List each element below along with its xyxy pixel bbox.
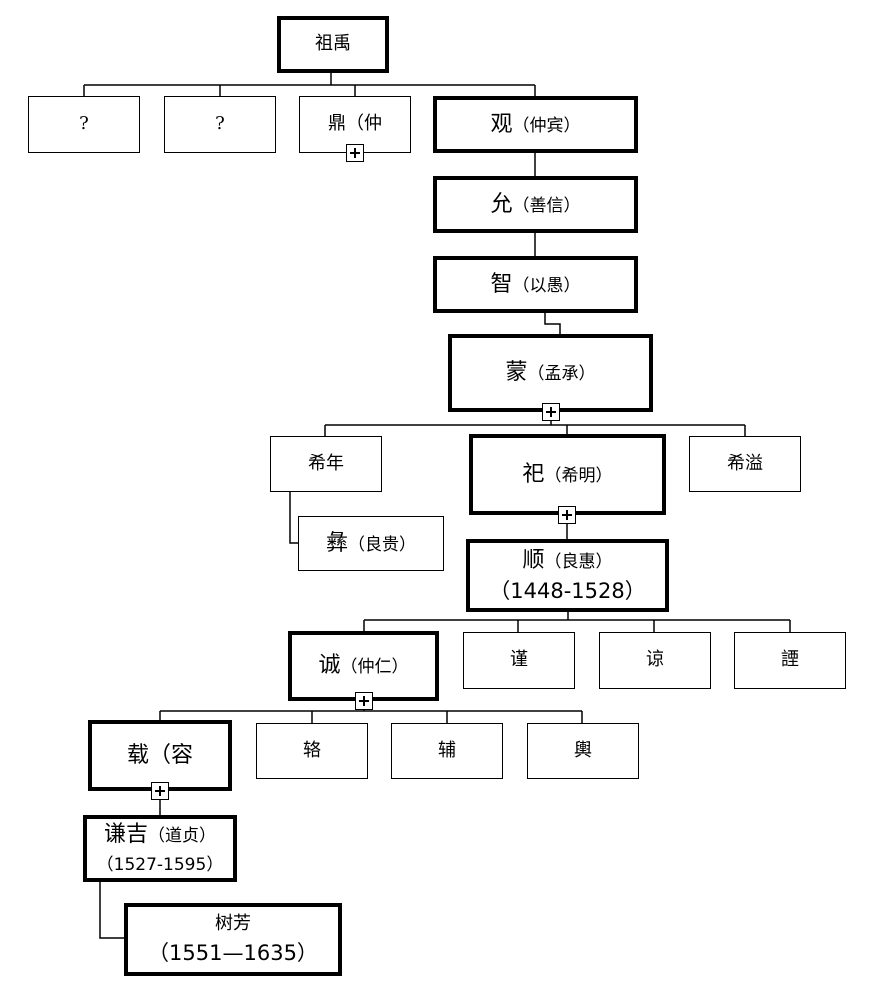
person-courtesy-name: （仲 (346, 113, 382, 135)
expand-icon[interactable] (558, 506, 576, 524)
person-name: ? (215, 113, 225, 135)
person-name: 辂 (303, 739, 321, 761)
person-name: ? (79, 113, 89, 135)
person-name: 允 (490, 191, 513, 217)
person-name: 彝 (325, 530, 348, 556)
person-name: 观 (490, 111, 513, 137)
person-courtesy-name: （希明） (544, 465, 613, 486)
person-zuyu[interactable]: 祖禹 (277, 16, 389, 73)
person-meng[interactable]: 蒙（孟承） (448, 334, 653, 412)
person-shun[interactable]: 顺（良惠） （1448-1528） (466, 539, 669, 612)
person-name: 诚 (318, 653, 341, 679)
person-shufang[interactable]: 树芳 （1551—1635） (124, 903, 342, 976)
person-lu[interactable]: 辂 (256, 723, 368, 779)
person-qianji[interactable]: 谦吉（道贞） （1527-1595） (83, 815, 237, 882)
person-yi2[interactable]: 諲 (734, 632, 846, 689)
person-unknown-2[interactable]: ? (164, 96, 276, 153)
person-liang[interactable]: 谅 (599, 632, 711, 689)
person-jin[interactable]: 谨 (463, 632, 575, 689)
expand-icon[interactable] (346, 144, 364, 162)
person-name: 载 (126, 742, 149, 768)
person-zai[interactable]: 载（容 (88, 720, 232, 791)
person-name: 希溢 (727, 452, 763, 474)
person-guan[interactable]: 观（仲宾） (433, 96, 638, 153)
person-courtesy-name: （善信） (512, 195, 581, 216)
person-name: 諲 (781, 649, 799, 671)
person-unknown-1[interactable]: ? (28, 96, 140, 153)
person-courtesy-name: （容 (149, 742, 194, 768)
person-courtesy-name: （良惠） (544, 551, 613, 572)
person-name: 树芳 (215, 913, 251, 935)
person-courtesy-name: （以愚） (512, 275, 581, 296)
person-zhi[interactable]: 智（以愚） (433, 256, 638, 313)
person-courtesy-name: （孟承） (527, 364, 596, 385)
person-name: 智 (490, 271, 513, 297)
person-name: 希年 (308, 452, 344, 474)
person-courtesy-name: （良贵） (348, 534, 416, 555)
person-name: 谨 (510, 649, 528, 671)
person-name: 谅 (646, 649, 664, 671)
person-ding[interactable]: 鼎（仲 (299, 96, 411, 153)
person-name: 蒙 (505, 360, 528, 386)
person-name: 辅 (438, 739, 456, 761)
person-cheng[interactable]: 诚（仲仁） (288, 631, 439, 701)
expand-icon[interactable] (542, 403, 560, 421)
person-courtesy-name: （仲宾） (512, 115, 581, 136)
person-xiyi[interactable]: 希溢 (689, 436, 801, 492)
person-years: （1551—1635） (148, 940, 318, 965)
expand-icon[interactable] (355, 692, 373, 710)
person-years: （1448-1528） (489, 579, 646, 604)
person-courtesy-name: （仲仁） (340, 657, 409, 678)
person-xinian[interactable]: 希年 (270, 436, 382, 492)
person-name: 谦吉 (103, 822, 148, 848)
person-fu[interactable]: 辅 (391, 723, 503, 779)
person-yu[interactable]: 輿 (527, 723, 639, 779)
person-name: 輿 (574, 739, 592, 761)
person-name: 顺 (522, 547, 545, 573)
person-years: （1527-1595） (96, 854, 224, 875)
person-courtesy-name: （道贞） (148, 826, 216, 847)
person-name: 鼎 (328, 113, 346, 135)
person-name: 祖禹 (315, 33, 351, 55)
person-si[interactable]: 祀（希明） (469, 434, 666, 515)
expand-icon[interactable] (151, 782, 169, 800)
person-yi[interactable]: 彝（良贵） (298, 516, 444, 571)
person-yun[interactable]: 允（善信） (433, 176, 638, 233)
person-name: 祀 (522, 461, 545, 487)
